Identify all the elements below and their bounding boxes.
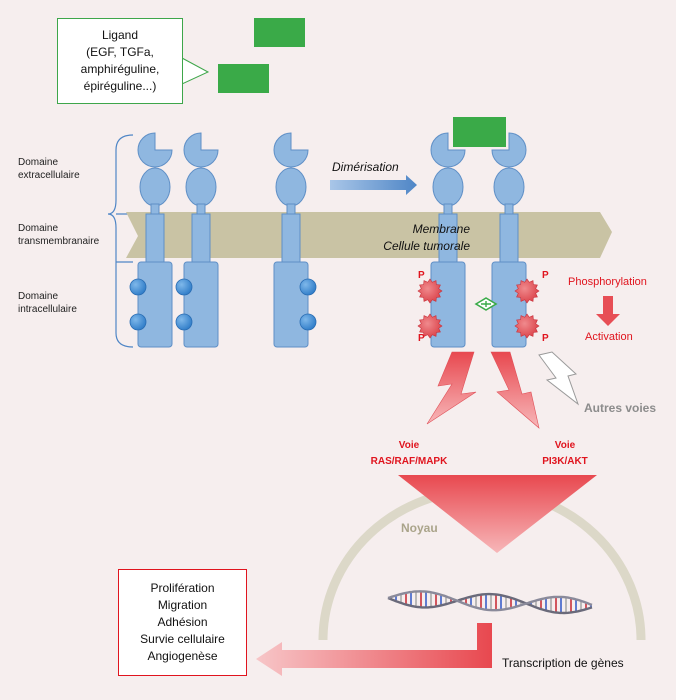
domain-intracellular-label: Domaine intracellulaire <box>18 290 77 316</box>
domain-intracellular-line-2: intracellulaire <box>18 304 77 315</box>
receptor-3-head <box>273 132 309 168</box>
pathway-pi3k-line-2: PI3K/AKT <box>542 456 588 467</box>
phosphorylation-label: Phosphorylation <box>568 276 647 288</box>
phosphorylation-arrow <box>596 296 620 326</box>
receptor-dimer-left-phospho-site-2 <box>417 313 443 339</box>
pathway-pi3k-line-1: Voie <box>554 440 576 451</box>
other-pathways-label: Autres voies <box>584 401 657 415</box>
receptor-3-transmembrane <box>281 213 301 263</box>
dna-strand-1 <box>387 592 593 615</box>
dimerisation-arrow <box>330 175 417 195</box>
receptor-dimer-right-phospho-site-1 <box>514 278 540 304</box>
receptor-group <box>129 132 540 348</box>
phospho-mark-2: P <box>418 333 425 344</box>
phospho-mark-1: P <box>418 270 425 281</box>
convergence-triangle <box>398 475 597 553</box>
pathway-ras-line-2: RAS/RAF/MAPK <box>370 456 448 467</box>
domain-transmembrane-line-2: transmembranaire <box>18 236 100 247</box>
receptor-dimer-left-head <box>430 132 466 168</box>
receptor-1-transmembrane <box>145 213 165 263</box>
lightning-ras <box>426 351 477 425</box>
membrane-line-2: Cellule tumorale <box>383 239 470 253</box>
ligand-line-1: Ligand <box>101 28 139 42</box>
outcomes-box: Prolifération Migration Adhésion Survie … <box>118 569 247 676</box>
lightning-other <box>538 351 580 406</box>
dimer-link-icon <box>474 297 498 311</box>
outcome-item: Prolifération <box>150 581 215 595</box>
receptor-1-tyrosine-1 <box>129 278 147 296</box>
transcription-arrow <box>256 623 492 676</box>
receptor-1-tyrosine-2 <box>129 313 147 331</box>
domain-extracellular-label: Domaine extracellulaire <box>18 156 80 182</box>
lightning-pi3k <box>490 351 540 429</box>
nucleus-label: Noyau <box>401 521 438 535</box>
ligand-callout-pointer <box>181 57 210 85</box>
ligand-line-2: (EGF, TGFa, <box>86 45 154 59</box>
ligand-callout: Ligand (EGF, TGFa, amphiréguline, épirég… <box>57 18 183 104</box>
receptor-dimer-right-phospho-site-2 <box>514 313 540 339</box>
pathway-ras-label: Voie RAS/RAF/MAPK <box>368 438 450 470</box>
free-ligand-2 <box>218 64 269 93</box>
domain-transmembrane-label: Domaine transmembranaire <box>18 222 99 248</box>
membrane-label: Membrane Cellule tumorale <box>330 221 470 255</box>
receptor-3-tyrosine-2 <box>299 313 317 331</box>
receptor-2-intracellular <box>183 261 219 348</box>
bound-ligand <box>453 117 506 147</box>
pathway-pi3k-label: Voie PI3K/AKT <box>533 438 597 470</box>
phospho-mark-4: P <box>542 333 549 344</box>
receptor-2-extracellular-lobe <box>185 167 217 207</box>
domain-extracellular-line-2: extracellulaire <box>18 170 80 181</box>
receptor-dimer-left-extracellular-lobe <box>432 167 464 207</box>
ligand-line-4: épiréguline...) <box>83 79 157 93</box>
dna-helix-icon <box>387 590 593 615</box>
receptor-dimer-right-head <box>491 132 527 168</box>
receptor-2-head <box>183 132 219 168</box>
dimerisation-label: Dimérisation <box>332 160 399 174</box>
receptor-dimer-left-phospho-site-1 <box>417 278 443 304</box>
receptor-1-extracellular-lobe <box>139 167 171 207</box>
receptor-1-intracellular <box>137 261 173 348</box>
ligand-line-3: amphiréguline, <box>80 62 160 76</box>
pathway-ras-line-1: Voie <box>398 440 420 451</box>
receptor-dimer-right-extracellular-lobe <box>493 167 525 207</box>
receptor-3-extracellular-lobe <box>275 167 307 207</box>
receptor-2-tyrosine-1 <box>175 278 193 296</box>
membrane-band <box>126 212 612 258</box>
outcome-item: Angiogenèse <box>147 649 218 663</box>
domain-brackets <box>107 134 134 348</box>
dna-strand-2 <box>387 590 593 612</box>
receptor-3-tyrosine-1 <box>299 278 317 296</box>
outcome-item: Survie cellulaire <box>140 632 225 646</box>
domain-extracellular-line-1: Domaine <box>18 157 59 168</box>
free-ligand-1 <box>254 18 305 47</box>
receptor-3-intracellular <box>273 261 309 348</box>
receptor-2-transmembrane <box>191 213 211 263</box>
receptor-1-head <box>137 132 173 168</box>
receptor-dimer-right-transmembrane <box>499 213 519 263</box>
membrane-line-1: Membrane <box>412 222 470 236</box>
outcome-item: Adhésion <box>157 615 208 629</box>
phospho-mark-3: P <box>542 270 549 281</box>
activation-label: Activation <box>585 331 633 343</box>
receptor-2-tyrosine-2 <box>175 313 193 331</box>
domain-transmembrane-line-1: Domaine <box>18 223 59 234</box>
outcome-item: Migration <box>157 598 208 612</box>
transcription-label: Transcription de gènes <box>502 656 624 670</box>
domain-intracellular-line-1: Domaine <box>18 291 59 302</box>
